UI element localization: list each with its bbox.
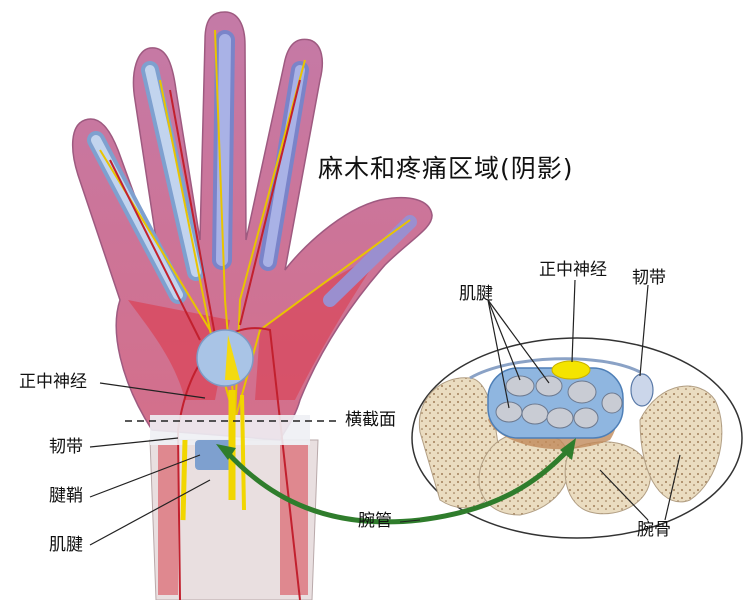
tunnel-tendons: [495, 375, 623, 429]
label-tendon-left: 肌腱: [49, 535, 83, 555]
label-tendon-right: 肌腱: [459, 284, 493, 304]
label-ligament-left: 韧带: [49, 437, 83, 457]
arteries: [109, 79, 301, 600]
tendon-yellow-right: [240, 394, 246, 511]
palm: [71, 11, 433, 441]
label-carpal-tunnel: 腕管: [358, 511, 392, 531]
median-nerve-yellow: [225, 335, 240, 380]
carpal-tunnel-leader: [399, 519, 421, 523]
hand: [71, 11, 433, 600]
leader-lines: [89, 382, 211, 546]
label-ligament-right: 韧带: [632, 268, 666, 288]
forearm-muscle-right: [280, 445, 308, 595]
label-carpal-bones: 腕骨: [637, 520, 671, 540]
median-nerve-section: [551, 360, 591, 380]
median-nerve-bulb: [196, 329, 254, 387]
forearm-muscle-left: [158, 445, 178, 595]
ligament-arc: [469, 357, 641, 380]
tendon-yellow-left: [180, 439, 188, 521]
ligament-section: [630, 373, 654, 407]
label-tendon-sheath: 腱鞘: [49, 486, 83, 506]
label-cross-section: 横截面: [345, 410, 396, 430]
label-median-nerve-left: 正中神经: [19, 372, 87, 392]
label-median-nerve-right: 正中神经: [539, 260, 607, 280]
diagram-title: 麻木和疼痛区域(阴影): [318, 154, 574, 183]
cross-section: [411, 337, 743, 539]
leader-lines-right: [487, 279, 681, 521]
